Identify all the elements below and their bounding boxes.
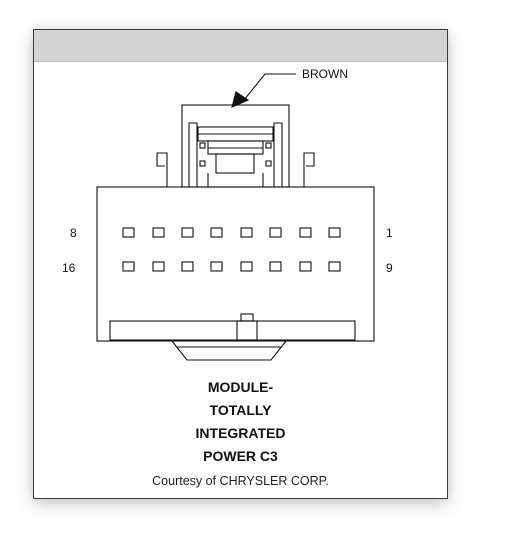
pin-cavity-grid [122, 227, 341, 272]
credit-line: Courtesy of CHRYSLER CORP. [152, 474, 329, 488]
pin-cavity [122, 227, 135, 238]
pin-cavity [181, 227, 194, 238]
pin-cavity [181, 261, 194, 272]
pin-label-top-left: 8 [70, 226, 77, 240]
pin-label-top-right: 1 [386, 226, 393, 240]
connector-figure-card: BROWN 8 1 16 9 MODULE- TOTALLY INTEGRATE… [33, 29, 448, 499]
leader-arrow [231, 91, 250, 108]
latch-wall-left [188, 122, 198, 187]
bottom-key-strip [109, 320, 356, 341]
side-clip-left [156, 152, 168, 187]
pin-cavity [328, 227, 341, 238]
figure-header-bar [34, 30, 447, 62]
pin-cavity [210, 227, 223, 238]
pin-cavity [240, 227, 253, 238]
pin-cavity [299, 261, 312, 272]
caption-line-2: TOTALLY [209, 402, 272, 418]
wire-color-label: BROWN [302, 67, 348, 81]
caption-line-4: POWER C3 [203, 448, 278, 464]
pin-label-bottom-right: 9 [386, 261, 393, 275]
latch-lock-inner [215, 153, 255, 174]
pin-label-bottom-left: 16 [62, 261, 76, 275]
pin-cavity [328, 261, 341, 272]
connector-diagram: BROWN 8 1 16 9 [62, 67, 393, 361]
side-clip-right [303, 152, 315, 187]
caption-line-1: MODULE- [207, 379, 274, 395]
leader-line [243, 73, 296, 101]
pin-cavity [269, 227, 282, 238]
pin-cavity [152, 227, 165, 238]
pin-cavity [152, 261, 165, 272]
latch-wall-right [273, 122, 283, 187]
pin-cavity [299, 227, 312, 238]
pin-cavity [240, 261, 253, 272]
pin-cavity [210, 261, 223, 272]
bottom-skirt [170, 340, 288, 361]
latch-housing [181, 104, 290, 188]
key-notch-inner [240, 313, 254, 322]
key-notch [236, 320, 258, 341]
caption-line-3: INTEGRATED [195, 425, 286, 441]
figure-caption: MODULE- TOTALLY INTEGRATED POWER C3 [34, 376, 447, 468]
pin-cavity [122, 261, 135, 272]
pin-cavity [269, 261, 282, 272]
